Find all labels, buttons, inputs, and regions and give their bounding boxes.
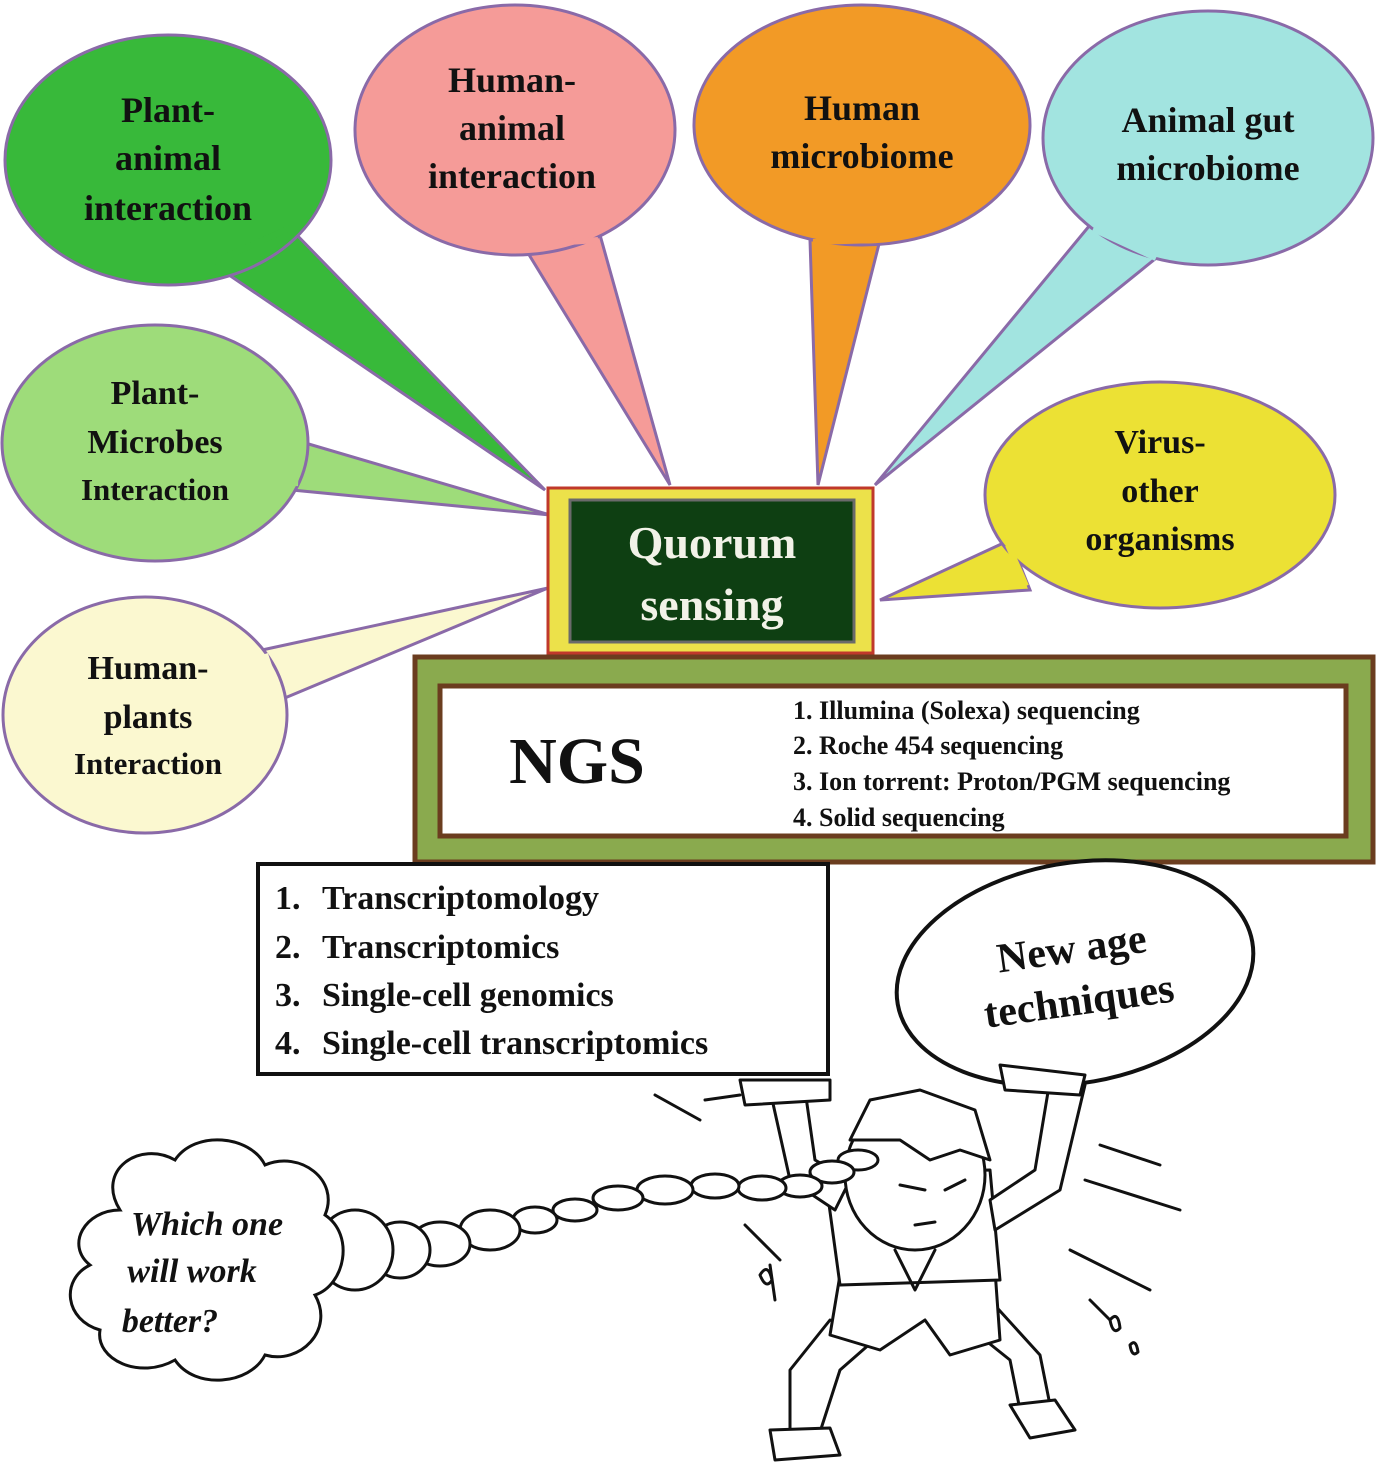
bubble-human-plants-shape xyxy=(1,595,289,835)
bubble-human-plants-line3: Interaction xyxy=(74,746,222,781)
ngs-inner xyxy=(437,683,1349,839)
technique-1-num: 1. xyxy=(275,880,301,917)
thought-cloud-shape xyxy=(68,1138,345,1382)
thought-line1: Which one xyxy=(131,1206,283,1243)
bubble-animal-gut-line1: Animal gut xyxy=(1121,100,1294,140)
bubble-plant-microbes-line1: Plant- xyxy=(111,375,200,412)
bubble-human-microbiome-tail xyxy=(808,238,882,486)
ngs-item-4: 4. Solid sequencing xyxy=(793,803,1005,832)
bubble-human-microbiome-line2: microbiome xyxy=(770,136,953,176)
bubble-animal-gut: Animal gut microbiome xyxy=(873,9,1375,487)
ngs-title: NGS xyxy=(509,725,645,798)
bubble-plant-animal-line1: Plant- xyxy=(121,90,215,130)
bubble-human-plants-line2: plants xyxy=(104,699,193,736)
bubble-human-animal-line1: Human- xyxy=(448,60,576,100)
bubble-virus-other-shape xyxy=(983,380,1337,610)
technique-2-num: 2. xyxy=(275,929,301,966)
bubble-plant-microbes-line3: Interaction xyxy=(81,472,229,507)
new-age-ellipse: New age techniques xyxy=(894,858,1256,1088)
quorum-sensing-box: Quorum sensing xyxy=(546,486,875,655)
technique-4-label: Single-cell transcriptomics xyxy=(322,1025,708,1062)
bubble-human-animal-line2: animal xyxy=(459,108,565,148)
bubble-plant-animal: Plant- animal interaction xyxy=(3,33,547,492)
bubble-plant-animal-shape xyxy=(3,33,333,287)
thought-trail xyxy=(315,1148,880,1292)
bubble-plant-microbes-line2: Microbes xyxy=(87,424,222,461)
bubble-human-plants: Human- plants Interaction xyxy=(1,586,549,835)
technique-3-label: Single-cell genomics xyxy=(322,977,614,1014)
bubble-animal-gut-line2: microbiome xyxy=(1116,148,1299,188)
bubble-human-microbiome: Human microbiome xyxy=(692,3,1032,486)
technique-2-label: Transcriptomics xyxy=(322,929,559,966)
new-age-shape xyxy=(894,858,1256,1088)
bubble-plant-microbes-tail xyxy=(290,438,551,517)
bubble-virus-other-line1: Virus- xyxy=(1114,424,1205,461)
bubble-plant-microbes-shape xyxy=(0,323,310,563)
bubble-human-plants-line1: Human- xyxy=(88,650,209,687)
bubble-plant-animal-line3: interaction xyxy=(84,188,252,228)
ngs-item-2: 2. Roche 454 sequencing xyxy=(793,731,1063,760)
thought-line2: will work xyxy=(127,1253,256,1290)
bubble-human-animal-line3: interaction xyxy=(428,156,596,196)
thought-line3: better? xyxy=(122,1303,218,1340)
quorum-sensing-line2: sensing xyxy=(640,579,783,630)
bubble-human-microbiome-line1: Human xyxy=(804,88,920,128)
ngs-item-3: 3. Ion torrent: Proton/PGM sequencing xyxy=(793,767,1230,796)
technique-4-num: 4. xyxy=(275,1025,301,1062)
ngs-box: NGS 1. Illumina (Solexa) sequencing 2. R… xyxy=(412,654,1376,865)
bubble-virus-other-line2: other xyxy=(1121,473,1198,510)
bubble-plant-animal-line2: animal xyxy=(115,138,221,178)
techniques-box: 1. Transcriptomology 2. Transcriptomics … xyxy=(256,862,830,1076)
bubble-human-microbiome-shape xyxy=(692,3,1032,247)
bubble-animal-gut-shape xyxy=(1041,9,1375,267)
bubble-plant-microbes: Plant- Microbes Interaction xyxy=(0,323,551,563)
techniques-frame xyxy=(256,862,830,1076)
quorum-sensing-inner xyxy=(568,498,856,644)
technique-3-num: 3. xyxy=(275,977,301,1014)
technique-1-label: Transcriptomology xyxy=(322,880,599,917)
thought-cloud: Which one will work better? xyxy=(68,1138,345,1382)
ngs-item-1: 1. Illumina (Solexa) sequencing xyxy=(793,696,1140,725)
bubble-virus-other: Virus- other organisms xyxy=(879,380,1337,610)
bubble-human-animal: Human- animal interaction xyxy=(353,3,677,486)
bubble-human-animal-tail xyxy=(517,233,672,486)
quorum-sensing-line1: Quorum xyxy=(628,517,797,568)
bubble-human-animal-shape xyxy=(353,3,677,257)
bubble-virus-other-line3: organisms xyxy=(1085,521,1234,558)
cartoon-person-illustration xyxy=(653,1063,1182,1462)
